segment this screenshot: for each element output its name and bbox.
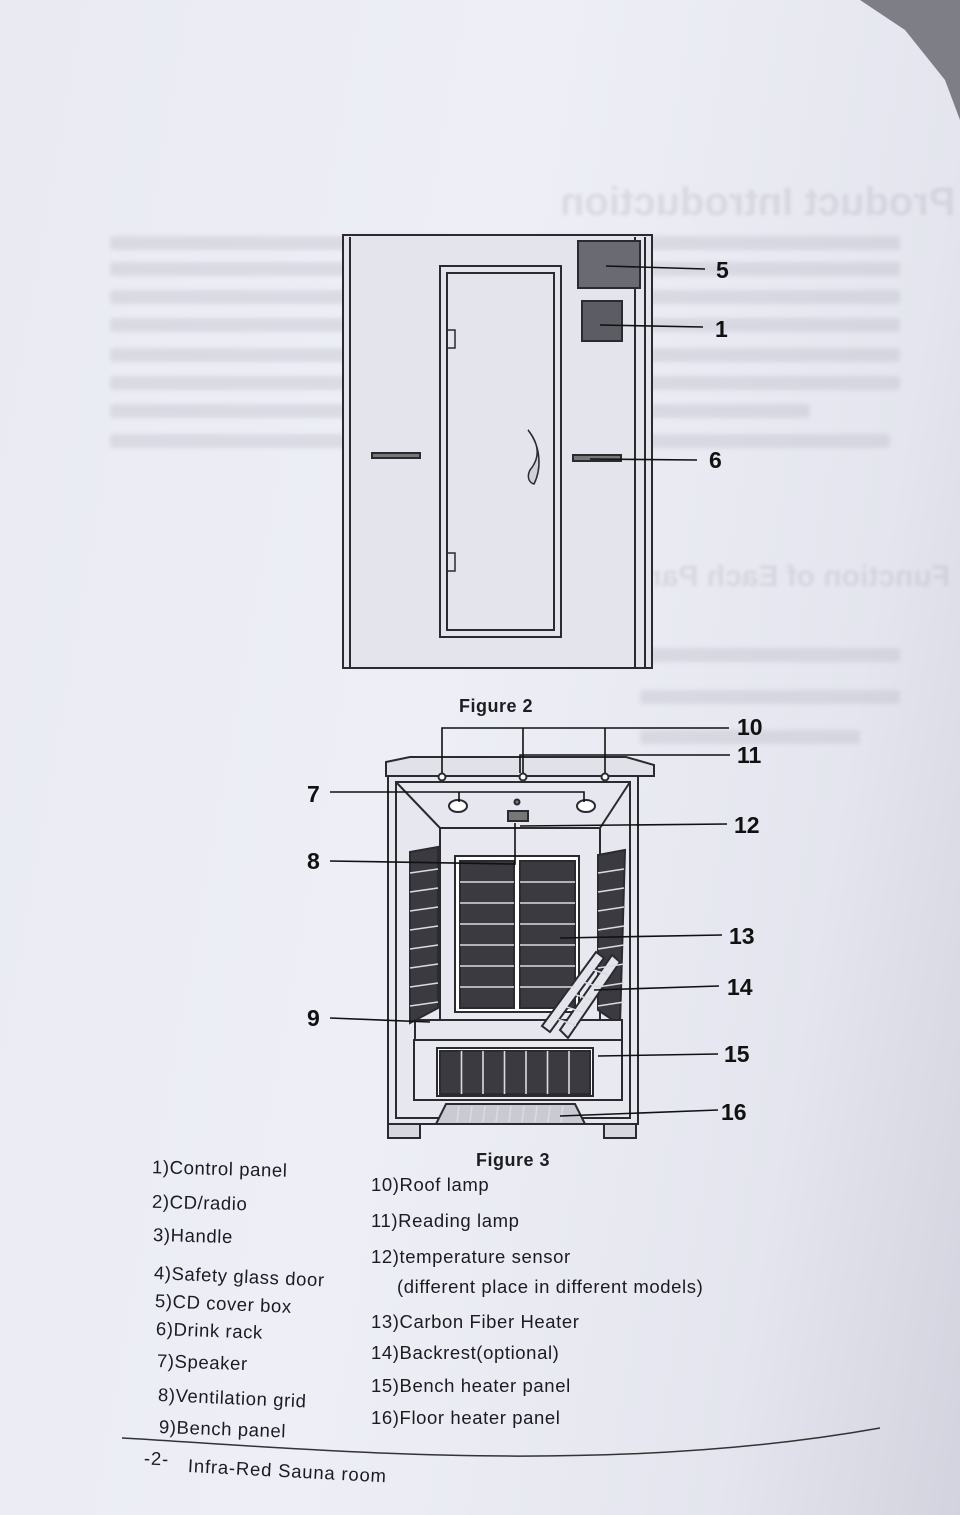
figure-3-interior-view-drawing [329,727,730,1139]
heater-slat [409,887,439,893]
callout-6: 6 [709,447,722,473]
heater-slat [558,1018,577,1027]
callout-13: 13 [729,923,755,949]
callout-9: 9 [307,1005,320,1031]
hinge-top [446,329,456,349]
heater-slat [469,1105,473,1123]
legend-item-16: 16)Floor heater panel [371,1407,561,1428]
speaker-left [448,799,468,813]
callout-14: 14 [727,974,753,1000]
heater-slat [597,887,625,893]
heater-slat [495,1105,499,1123]
heater-slat [409,868,439,874]
callout-10: 10 [737,714,763,740]
heater-slat [409,982,439,988]
heater-slat [409,1001,439,1007]
bleed-through-line [640,648,900,662]
heater-slat [583,981,601,989]
heater-slat [521,1105,525,1123]
figure-3-caption: Figure 3 [476,1150,551,1170]
figure-2-caption: Figure 2 [459,696,534,716]
heater-slat [597,963,625,969]
heater-slat [560,1105,564,1123]
speaker-right [576,799,596,813]
legend-item-11: 11)Reading lamp [371,1210,520,1231]
door-outer-frame [439,265,562,638]
legend-item-12: 12)temperature sensor [371,1246,571,1267]
heater-slat [409,925,439,931]
heater-slat [508,1105,512,1123]
hinge-bottom [446,552,456,572]
bleed-through-line [640,730,860,744]
backrest [558,953,622,1040]
heater-slat [534,1105,538,1123]
heater-slat [597,925,625,931]
cabin-foot-left [387,1123,421,1139]
heater-slat [566,1006,585,1014]
heater-slat [597,868,625,874]
legend-item-14: 14)Backrest(optional) [371,1342,560,1363]
legend-item-13: 13)Carbon Fiber Heater [371,1311,580,1332]
roof-lamp-right [600,772,610,782]
drink-rack-left [371,452,421,459]
heater-slat [597,1001,625,1007]
legend-item-12-note: (different place in different models) [397,1276,704,1297]
heater-slat [574,993,593,1001]
heater-slat [597,906,625,912]
drink-rack-right [572,454,622,462]
door-handle [527,429,540,485]
figure-2-front-view-drawing [342,234,706,669]
ventilation-grid [507,810,529,822]
heater-slat [547,1105,551,1123]
callout-11: 11 [737,742,762,768]
callout-1: 1 [715,316,728,342]
heater-slat [409,906,439,912]
callout-12: 12 [734,812,760,838]
callout-15: 15 [724,1041,750,1067]
heater-slat [456,1105,460,1123]
bleed-through-line [640,690,900,704]
door-glass [446,272,555,631]
heater-slat [482,1105,486,1123]
callout-7: 7 [307,781,320,807]
roof-lamp-center [518,772,528,782]
control-panel [581,300,623,342]
roof-lamp-left [437,772,447,782]
cabin-foot-right [603,1123,637,1139]
heater-slat [597,944,625,950]
heater-slat [409,944,439,950]
heater-slat [591,968,609,976]
heater-slat [409,963,439,969]
callout-8: 8 [307,848,320,874]
footer-page-number: -2- [143,1447,170,1470]
legend-item-10: 10)Roof lamp [371,1174,490,1195]
cd-cover-box [577,240,641,289]
callout-5: 5 [716,257,729,283]
legend-item-15: 15)Bench heater panel [371,1375,571,1396]
callout-16: 16 [721,1099,747,1125]
heater-slat [597,982,625,988]
